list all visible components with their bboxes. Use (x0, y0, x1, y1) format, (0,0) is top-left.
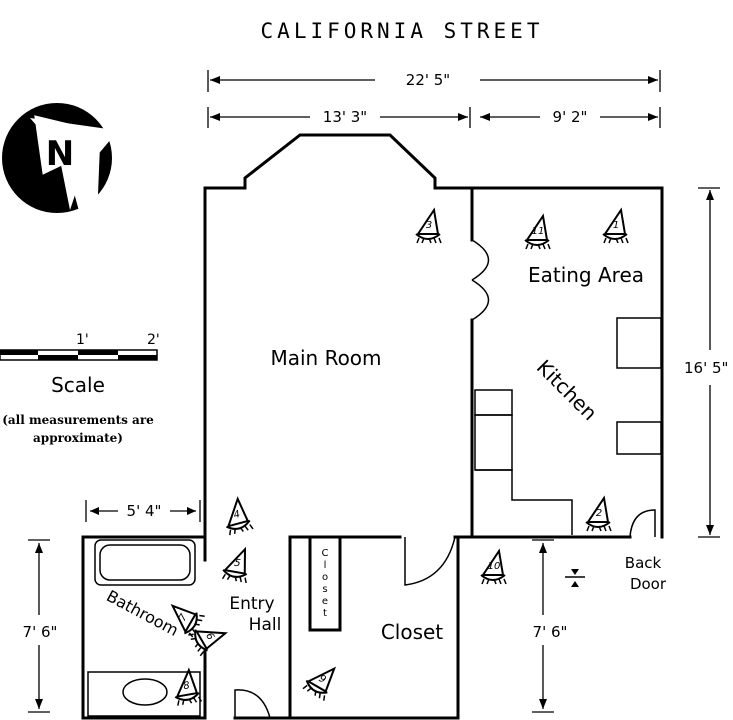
viewpoint-number: 4 (232, 509, 241, 521)
svg-text:o: o (322, 572, 328, 583)
viewpoint-number: 5 (233, 558, 241, 570)
viewpoint-number: 3 (426, 220, 432, 231)
camera-viewpoint-icon: 11 (524, 213, 551, 250)
dimension-closet-depth: 7' 6" (532, 539, 568, 713)
bathroom-fixtures (87, 539, 201, 717)
eating-area-label: Eating Area (528, 263, 644, 287)
small-closet-label: C l o s e t (322, 548, 329, 619)
overall-depth-label: 16' 5" (684, 359, 728, 377)
dimension-bath-depth: 7' 6" (23, 539, 58, 713)
north-arrow-icon: N (2, 103, 115, 217)
camera-viewpoint-icon: 6 (188, 629, 228, 657)
back-door-label-line-1: Back (625, 554, 662, 572)
kitchen-label: Kitchen (532, 355, 602, 425)
viewpoint-number: 11 (532, 226, 545, 237)
svg-text:C: C (322, 548, 329, 559)
kitchen-width-label: 9' 2" (553, 108, 588, 126)
viewpoint-number: 2 (596, 508, 602, 519)
main-width-label: 13' 3" (323, 108, 367, 126)
back-door-label-line-2: Door (630, 575, 667, 593)
viewpoint-number: 8 (182, 680, 190, 692)
svg-text:t: t (323, 608, 327, 619)
scale-bar: 1' 2' Scale (all measurements are approx… (0, 332, 160, 445)
overall-width-label: 22' 5" (406, 71, 450, 89)
scale-note-line-2: approximate) (33, 431, 123, 445)
entry-hall-label-line-1: Entry (229, 594, 274, 614)
dimension-overall-width: 22' 5" (207, 70, 661, 92)
scale-tick-1: 1' (76, 332, 89, 348)
closet-label: Closet (381, 620, 443, 644)
dimension-kitchen-width: 9' 2" (480, 107, 661, 128)
plan-title: CALIFORNIA STREET (261, 19, 544, 43)
entry-hall-label-line-2: Hall (249, 615, 282, 635)
scale-tick-2: 2' (147, 332, 160, 348)
camera-viewpoint-icon: 5 (221, 546, 248, 584)
closet-depth-label: 7' 6" (533, 623, 568, 641)
camera-viewpoint-icon: 8 (174, 667, 203, 706)
dimension-main-width: 13' 3" (207, 107, 471, 128)
viewpoint-number: 10 (488, 561, 501, 572)
viewpoint-markers: 1 2 3 4 5 6 7 8 9 10 11 (170, 207, 629, 706)
north-letter: N (46, 134, 74, 174)
bath-width-label: 5' 4" (127, 502, 162, 520)
scale-label: Scale (51, 373, 105, 397)
svg-text:l: l (324, 560, 327, 571)
camera-viewpoint-icon: 7 (170, 603, 205, 638)
svg-text:s: s (322, 584, 327, 595)
viewpoint-number: 1 (613, 220, 619, 231)
camera-viewpoint-icon: 4 (226, 496, 254, 536)
camera-viewpoint-icon: 1 (602, 207, 629, 244)
dimension-bath-width: 5' 4" (85, 500, 201, 522)
doors (234, 239, 656, 719)
viewpoint-number: 7 (177, 612, 190, 624)
dimension-overall-depth: 16' 5" (684, 187, 728, 538)
camera-viewpoint-icon: 10 (480, 548, 507, 585)
scale-note-line-1: (all measurements are (2, 413, 154, 427)
viewpoint-number: 6 (203, 631, 216, 642)
svg-text:e: e (322, 596, 328, 607)
bath-depth-label: 7' 6" (23, 623, 58, 641)
kitchen-counters (474, 317, 662, 535)
main-room-label: Main Room (270, 346, 381, 370)
camera-viewpoint-icon: 3 (415, 207, 442, 244)
camera-viewpoint-icon: 2 (585, 495, 612, 532)
walls (81, 133, 664, 720)
viewpoint-number: 9 (317, 673, 328, 686)
camera-viewpoint-icon: 9 (302, 666, 337, 701)
bathroom-label: Bathroom (103, 586, 181, 640)
